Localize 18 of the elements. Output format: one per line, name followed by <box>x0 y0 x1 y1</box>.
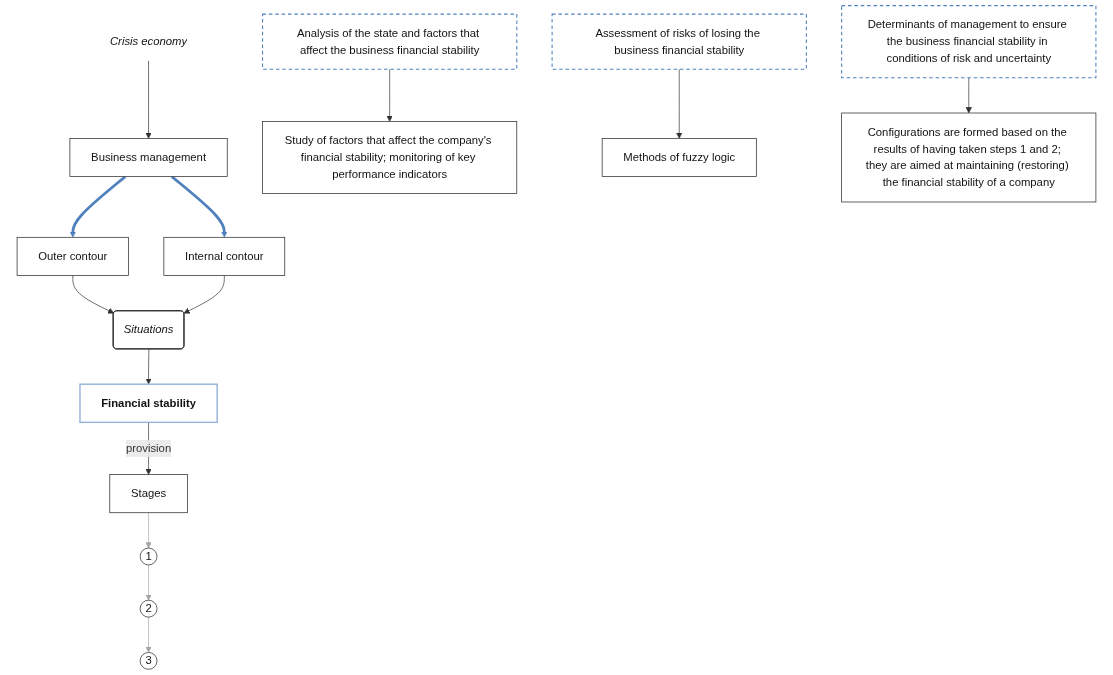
node-box: Internal contour <box>163 236 286 276</box>
node-box: Financial stability <box>79 383 218 424</box>
node-circle: 1 <box>139 547 158 566</box>
node-box: Assessment of risks of losing the business financial stability <box>551 13 807 70</box>
node-box: Methods of fuzzy logic <box>601 138 757 177</box>
node-circle: 3 <box>139 652 158 670</box>
edge-label: provision <box>125 442 172 455</box>
node-box: Stages <box>109 474 188 514</box>
arrow <box>69 175 127 238</box>
node-text: Crisis economy <box>109 35 188 48</box>
node-box: Study of factors that affect the company's financial stability; monitoring of key performance indicators <box>262 121 518 194</box>
node-box: Determinants of management to ensure the business financial stability in conditions of risk and uncertainty <box>841 5 1097 79</box>
node-box: Business management <box>69 138 228 177</box>
arrow <box>170 175 228 238</box>
node-circle: 2 <box>139 599 158 618</box>
node-box: Configurations are formed based on the results of having taken steps 1 and 2; they are aimed at maintaining (restoring) the financial stability of a company <box>841 112 1097 203</box>
node-box: Analysis of the state and factors that affect the business financial stability <box>262 13 518 70</box>
node-box: Outer contour <box>16 236 129 276</box>
